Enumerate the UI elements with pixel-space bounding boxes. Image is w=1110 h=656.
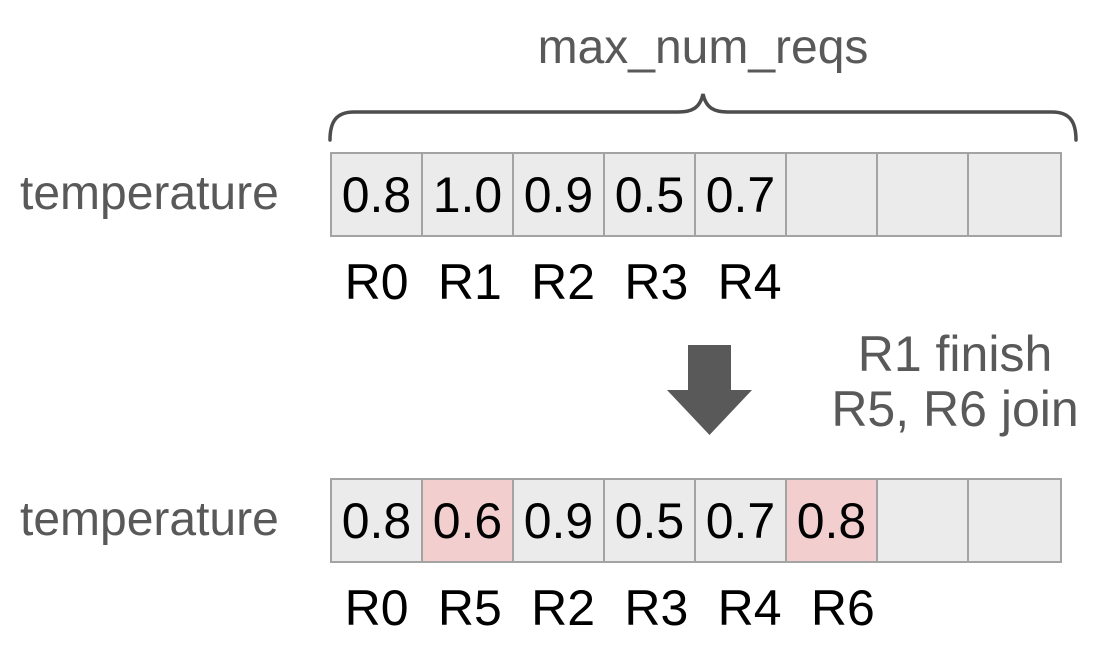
table-cell	[969, 154, 1060, 235]
request-label: R0	[344, 580, 409, 636]
request-label: R5	[437, 580, 502, 636]
table-cell	[878, 480, 969, 561]
request-label	[796, 256, 889, 308]
temperature-array-top: 0.8 1.0 0.9 0.5 0.7	[330, 152, 1062, 237]
request-label: R6	[810, 580, 875, 636]
max-num-reqs-label: max_num_reqs	[537, 21, 869, 74]
transition-note: R1 finish R5, R6 join	[795, 327, 1110, 437]
table-cell: 0.8	[787, 480, 878, 561]
request-label: R3	[624, 254, 689, 310]
table-cell	[969, 480, 1060, 561]
table-cell: 0.6	[423, 480, 514, 561]
curly-brace-icon	[328, 93, 1078, 142]
table-cell: 1.0	[423, 154, 514, 235]
transition-line-1: R1 finish	[857, 326, 1053, 382]
table-cell: 0.7	[696, 480, 787, 561]
request-label	[983, 256, 1076, 308]
table-cell	[878, 154, 969, 235]
request-label: R2	[531, 580, 596, 636]
request-label: R3	[624, 580, 689, 636]
table-cell	[787, 154, 878, 235]
table-cell: 0.7	[696, 154, 787, 235]
request-label: R1	[437, 254, 502, 310]
request-label	[983, 582, 1076, 634]
request-label	[890, 256, 983, 308]
table-cell: 0.8	[332, 154, 423, 235]
temperature-label-top: temperature	[20, 167, 279, 220]
request-label: R0	[344, 254, 409, 310]
request-labels-bottom: R0 R5 R2 R3 R4 R6	[330, 582, 1076, 634]
table-cell: 0.8	[332, 480, 423, 561]
table-cell: 0.5	[605, 480, 696, 561]
down-arrow-icon	[667, 345, 752, 435]
table-cell: 0.9	[514, 154, 605, 235]
table-cell: 0.9	[514, 480, 605, 561]
transition-line-2: R5, R6 join	[831, 381, 1079, 437]
request-label	[890, 582, 983, 634]
table-cell: 0.5	[605, 154, 696, 235]
temperature-array-bottom: 0.8 0.6 0.9 0.5 0.7 0.8	[330, 478, 1062, 563]
request-label: R4	[717, 580, 782, 636]
request-label: R2	[531, 254, 596, 310]
request-labels-top: R0 R1 R2 R3 R4	[330, 256, 1076, 308]
request-label: R4	[717, 254, 782, 310]
temperature-label-bottom: temperature	[20, 493, 279, 546]
